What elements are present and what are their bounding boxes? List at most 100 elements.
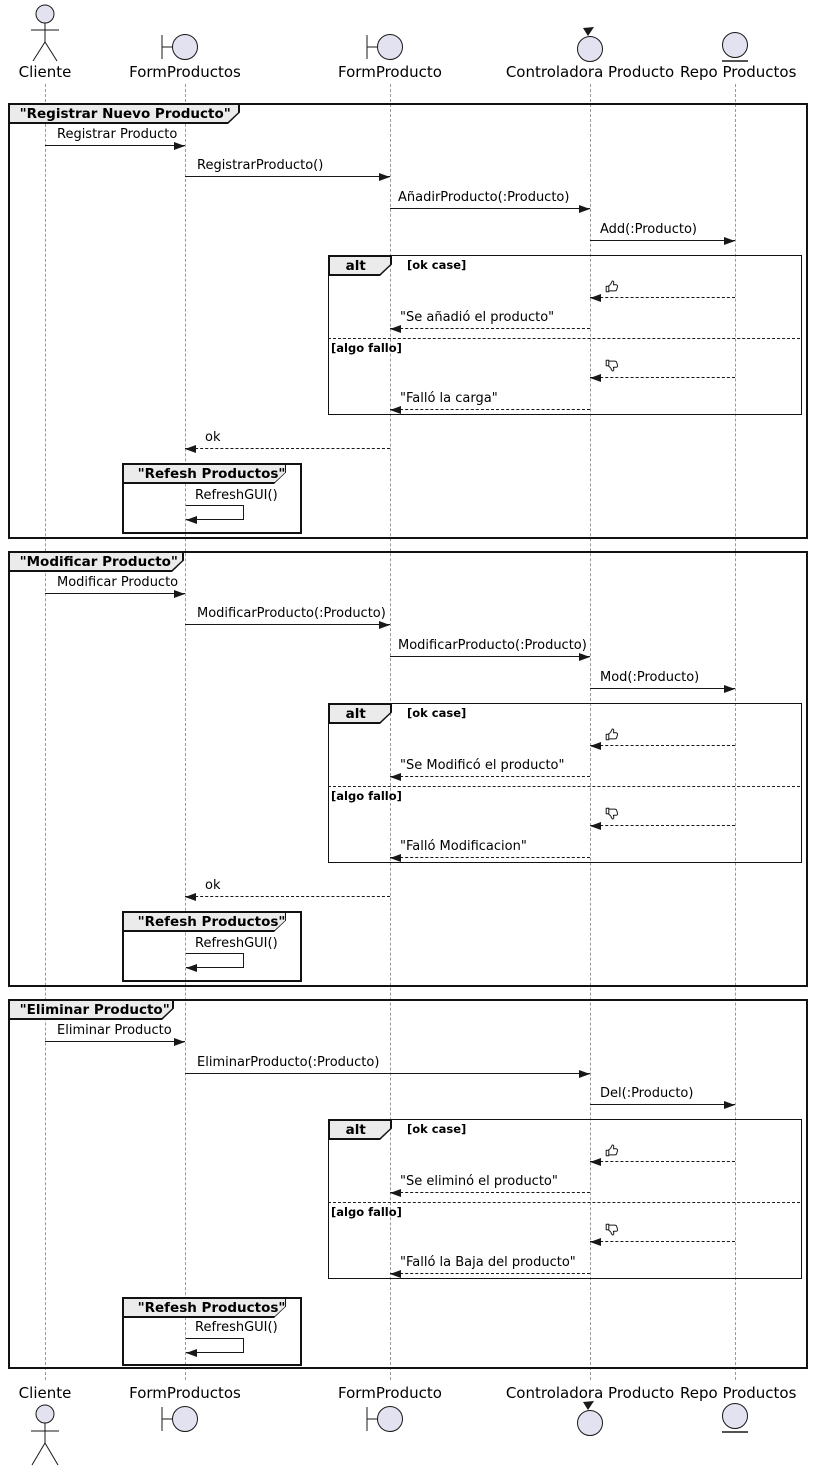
- message-label: Registrar Producto: [57, 127, 178, 142]
- message-label: Add(:Producto): [600, 222, 698, 237]
- frame-eliminar: [8, 999, 808, 1369]
- lifeline-controladora: [590, 84, 591, 1380]
- return-arrow: [590, 821, 735, 830]
- entity-icon: [722, 1403, 748, 1433]
- message-arrow: [185, 620, 390, 629]
- return-arrow: [390, 324, 590, 333]
- frame-title: "Registrar Nuevo Producto": [10, 105, 239, 123]
- lifeline-formproducto: [390, 84, 391, 1380]
- message-arrow: [45, 1037, 185, 1046]
- return-arrow: [390, 1188, 590, 1197]
- self-message-label: RefreshGUI(): [195, 936, 278, 951]
- self-message-arrow: [186, 1338, 244, 1357]
- message-label: ok: [205, 878, 221, 893]
- frame-registrar-title-tab: "Registrar Nuevo Producto": [8, 103, 240, 124]
- alt-divider: [328, 1202, 800, 1203]
- actor-icon: [31, 4, 59, 62]
- message-arrow: [390, 204, 590, 213]
- group-title: "Refesh Productos": [124, 1299, 286, 1317]
- thumbs-down-icon: [604, 1222, 620, 1238]
- self-message-label: RefreshGUI(): [195, 488, 278, 503]
- message-label: "Falló la carga": [400, 391, 498, 406]
- boundary-icon: [161, 1406, 198, 1432]
- return-arrow: [390, 1269, 590, 1278]
- return-arrow: [185, 892, 390, 901]
- message-arrow: [390, 652, 590, 661]
- message-label: "Falló Modificacion": [400, 839, 527, 854]
- message-label: Mod(:Producto): [600, 670, 700, 685]
- message-label: Eliminar Producto: [57, 1023, 172, 1038]
- message-label: ModificarProducto(:Producto): [398, 638, 587, 653]
- lifeline-repo: [735, 84, 736, 1380]
- message-label: "Se añadió el producto": [400, 310, 555, 325]
- message-label: "Se eliminó el producto": [400, 1174, 558, 1189]
- return-arrow: [185, 444, 390, 453]
- message-arrow: [45, 141, 185, 150]
- return-arrow: [590, 1237, 735, 1246]
- message-arrow: [45, 589, 185, 598]
- message-arrow: [185, 1069, 590, 1078]
- frame-title: "Eliminar Producto": [10, 1001, 173, 1019]
- alt-guard-ok: [ok case]: [407, 1122, 467, 1136]
- thumbs-up-icon: [604, 726, 620, 742]
- alt-divider: [328, 786, 800, 787]
- alt-operator-tab: alt: [328, 1119, 392, 1140]
- message-label: EliminarProducto(:Producto): [197, 1055, 380, 1070]
- message-label: ok: [205, 430, 221, 445]
- alt-operator: alt: [330, 1121, 391, 1139]
- lifeline-formproductos: [185, 84, 186, 1380]
- self-message-arrow: [186, 953, 244, 972]
- alt-operator: alt: [330, 705, 391, 723]
- alt-fragment: [328, 1119, 802, 1279]
- message-label: "Falló la Baja del producto": [400, 1255, 576, 1270]
- message-label: Del(:Producto): [600, 1086, 694, 1101]
- alt-fragment: [328, 703, 802, 863]
- self-message-arrow: [186, 505, 244, 524]
- alt-guard-ok: [ok case]: [407, 258, 467, 272]
- entity-icon: [722, 32, 748, 62]
- return-arrow: [390, 772, 590, 781]
- message-label: "Se Modificó el producto": [400, 758, 565, 773]
- thumbs-up-icon: [604, 1142, 620, 1158]
- boundary-icon: [366, 1406, 403, 1432]
- return-arrow: [590, 373, 735, 382]
- frame-modificar: [8, 551, 808, 987]
- alt-fragment: [328, 255, 802, 415]
- alt-guard-fail: [algo fallo]: [331, 1205, 402, 1219]
- return-arrow: [390, 853, 590, 862]
- alt-guard-ok: [ok case]: [407, 706, 467, 720]
- message-label: RegistrarProducto(): [197, 158, 324, 173]
- alt-operator-tab: alt: [328, 703, 392, 724]
- group-title: "Refesh Productos": [124, 465, 286, 483]
- boundary-icon: [366, 34, 403, 60]
- frame-modificar-title-tab: "Modificar Producto": [8, 551, 184, 572]
- alt-divider: [328, 338, 800, 339]
- thumbs-up-icon: [604, 278, 620, 294]
- actor-icon: [31, 1404, 59, 1466]
- frame-registrar: [8, 103, 808, 539]
- message-label: AñadirProducto(:Producto): [398, 190, 570, 205]
- group-refresh-title-tab: "Refesh Productos": [122, 911, 286, 932]
- message-label: Modificar Producto: [57, 575, 179, 590]
- return-arrow: [590, 293, 735, 302]
- return-arrow: [590, 1157, 735, 1166]
- message-arrow: [590, 684, 735, 693]
- message-label: ModificarProducto(:Producto): [197, 606, 386, 621]
- boundary-icon: [161, 34, 198, 60]
- alt-operator: alt: [330, 257, 391, 275]
- frame-eliminar-title-tab: "Eliminar Producto": [8, 999, 174, 1020]
- group-refresh-title-tab: "Refesh Productos": [122, 1297, 286, 1318]
- message-arrow: [590, 1100, 735, 1109]
- thumbs-down-icon: [604, 806, 620, 822]
- return-arrow: [390, 405, 590, 414]
- group-title: "Refesh Productos": [124, 913, 286, 931]
- alt-guard-fail: [algo fallo]: [331, 341, 402, 355]
- message-arrow: [185, 172, 390, 181]
- lifeline-cliente: [45, 84, 46, 1380]
- alt-guard-fail: [algo fallo]: [331, 789, 402, 803]
- control-icon: [577, 27, 603, 62]
- self-message-label: RefreshGUI(): [195, 1320, 278, 1335]
- thumbs-down-icon: [604, 358, 620, 374]
- message-arrow: [590, 236, 735, 245]
